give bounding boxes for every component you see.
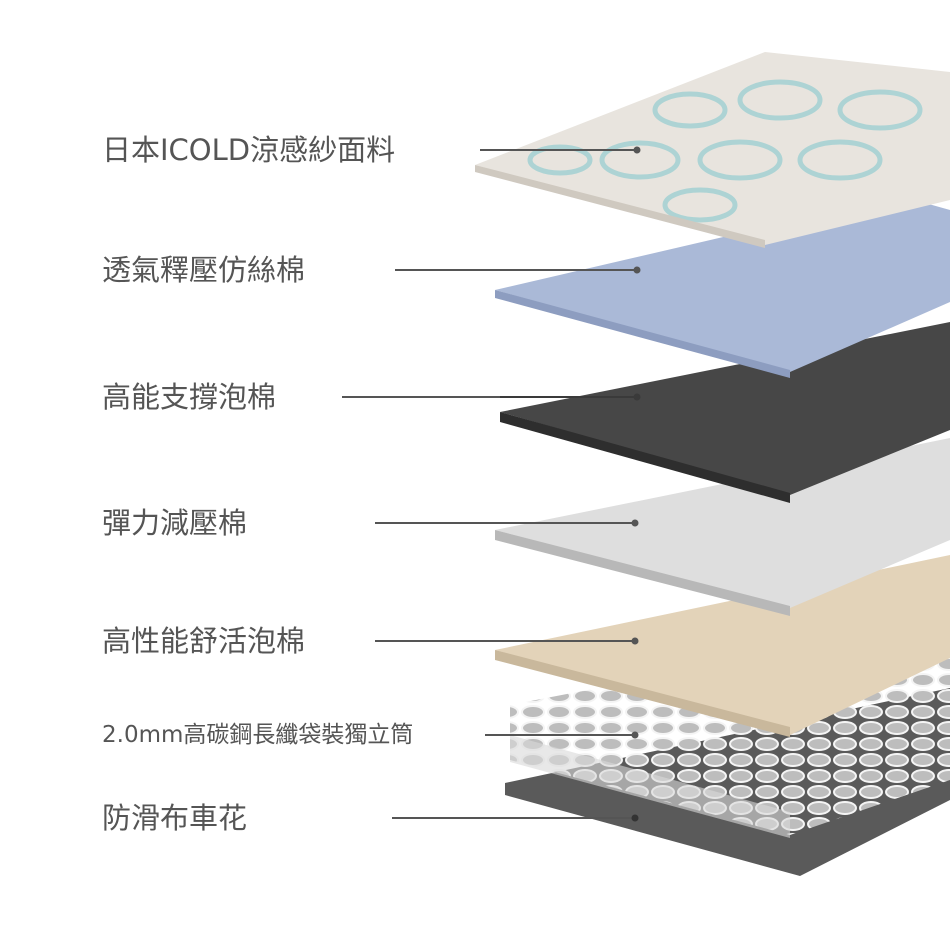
label-comfort-foam: 高性能舒活泡棉 xyxy=(102,624,306,658)
leader-lines xyxy=(342,149,637,819)
layer-icold-fabric xyxy=(475,52,950,248)
layer-support-foam xyxy=(500,322,950,503)
layer-silk-cotton xyxy=(495,196,950,378)
layer-comfort-foam xyxy=(495,555,950,737)
layer-elastic-foam xyxy=(495,438,950,616)
label-pocket-springs: 2.0mm高碳鋼長纖袋裝獨立筒 xyxy=(102,722,414,748)
leader-dots xyxy=(631,146,641,822)
label-icold-fabric: 日本ICOLD涼感紗面料 xyxy=(102,133,396,167)
label-silk-cotton: 透氣釋壓仿絲棉 xyxy=(102,253,306,287)
label-elastic-foam: 彈力減壓棉 xyxy=(102,506,248,540)
label-support-foam: 高能支撐泡棉 xyxy=(102,380,277,414)
label-anti-slip: 防滑布車花 xyxy=(102,801,248,835)
